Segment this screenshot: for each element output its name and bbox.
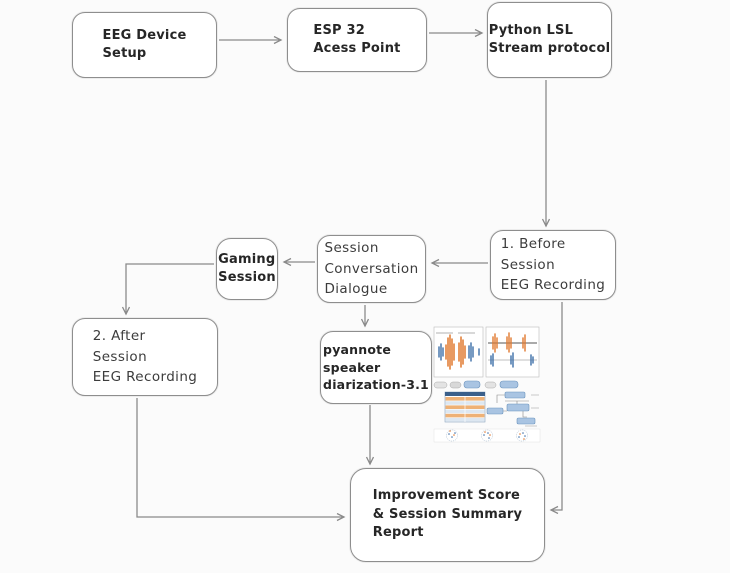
node-pyannote-speaker-diarization: pyannote speaker diarization-3.1 — [320, 331, 432, 404]
node-label: 2. After Session EEG Recording — [92, 328, 198, 386]
node-gaming-session: Gaming Session — [216, 238, 278, 300]
node-after-session-eeg-recording: 2. After Session EEG Recording — [72, 318, 218, 396]
node-label: Improvement Score & Session Summary Repo… — [372, 488, 523, 541]
node-session-conversation-dialogue: Session Conversation Dialogue — [317, 235, 426, 303]
node-label: EEG Device Setup — [102, 27, 187, 61]
node-label: 1. Before Session EEG Recording — [500, 236, 606, 294]
node-label: pyannote speaker diarization-3.1 — [323, 341, 429, 393]
pyannote-pipeline-figure-image — [433, 326, 541, 443]
node-python-lsl-stream: Python LSL Stream protocol — [487, 2, 612, 78]
node-before-session-eeg-recording: 1. Before Session EEG Recording — [490, 230, 616, 300]
node-eeg-device-setup: EEG Device Setup — [72, 12, 217, 78]
node-label: ESP 32 Acess Point — [313, 22, 401, 56]
node-label: Gaming Session — [218, 251, 276, 285]
node-improvement-score-report: Improvement Score & Session Summary Repo… — [350, 468, 545, 562]
node-label: Session Conversation Dialogue — [324, 240, 419, 298]
node-label: Python LSL Stream protocol — [488, 22, 611, 56]
node-esp32-access-point: ESP 32 Acess Point — [287, 8, 427, 72]
